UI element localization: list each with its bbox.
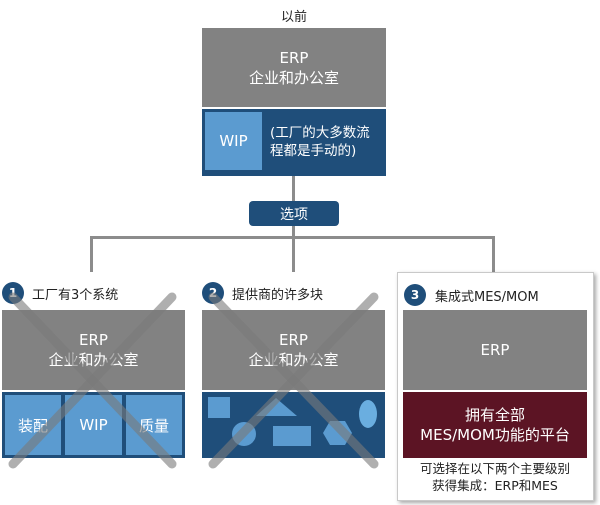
panel1-erp-sublabel: 企业和办公室	[48, 351, 139, 369]
before-note-line1: (工厂的大多数流	[270, 125, 370, 141]
rectangle-shape	[273, 426, 311, 446]
options-button[interactable]: 选项	[249, 201, 339, 226]
panel2-erp-label: ERP	[279, 331, 308, 349]
panel3-platform-line2: MES/MOM功能的平台	[420, 426, 570, 444]
panel3-label: 集成式MES/MOM	[435, 290, 539, 305]
before-factory-box: WIP (工厂的大多数流 程都是手动的)	[202, 109, 386, 176]
panel3-erp-box: ERP	[403, 310, 587, 390]
connector-mid	[292, 226, 295, 238]
connector-top	[292, 176, 295, 201]
panel1-erp-label: ERP	[79, 331, 108, 349]
before-note-line2: 程都是手动的)	[270, 143, 357, 159]
panel2-erp-sublabel: 企业和办公室	[248, 351, 339, 369]
before-wip-box: WIP	[205, 112, 262, 170]
connector-left	[90, 236, 93, 272]
panel2-label: 提供商的许多块	[232, 288, 324, 303]
panel3-platform-box: 拥有全部 MES/MOM功能的平台	[403, 392, 587, 458]
panel1-number-badge: 1	[2, 282, 24, 304]
panel3-caption: 可选择在以下两个主要级别 获得集成：ERP和MES	[398, 460, 592, 494]
triangle-shape	[256, 398, 297, 416]
panel3-erp-label: ERP	[480, 341, 510, 359]
panel1-label: 工厂有3个系统	[32, 288, 119, 303]
before-erp-sublabel: 企业和办公室	[248, 68, 339, 87]
before-title: 以前	[280, 10, 307, 25]
hexagon-shape	[323, 421, 352, 445]
panel2-erp-box: ERP 企业和办公室	[202, 310, 385, 390]
panel3-platform-line1: 拥有全部	[464, 406, 525, 424]
panel3-caption-line2: 获得集成：ERP和MES	[432, 478, 558, 493]
panel1-module-assembly: 装配	[5, 395, 61, 455]
module-label: 装配	[17, 416, 48, 435]
module-label: 质量	[138, 416, 169, 435]
panel1-erp-box: ERP 企业和办公室	[2, 310, 185, 390]
panel3-caption-line1: 可选择在以下两个主要级别	[419, 461, 570, 476]
circle-shape	[232, 422, 256, 446]
square-shape	[208, 397, 230, 418]
connector-right	[492, 236, 495, 272]
panel2-pieces-box	[202, 392, 385, 458]
ellipse-shape	[359, 400, 377, 428]
before-wip-label: WIP	[219, 132, 248, 150]
before-erp-label: ERP	[279, 48, 309, 67]
panel2-number-badge: 2	[202, 282, 224, 304]
module-label: WIP	[79, 416, 108, 434]
panel3-number-badge: 3	[404, 284, 426, 306]
panel1-module-wip: WIP	[65, 395, 122, 455]
before-erp-box: ERP 企业和办公室	[202, 28, 386, 107]
panel2-shapes	[208, 397, 377, 446]
panel1-module-quality: 质量	[126, 395, 182, 455]
connector-center	[292, 236, 295, 272]
before-note: (工厂的大多数流 程都是手动的)	[270, 124, 370, 160]
panel1-modules-box: 装配 WIP 质量	[2, 392, 185, 458]
